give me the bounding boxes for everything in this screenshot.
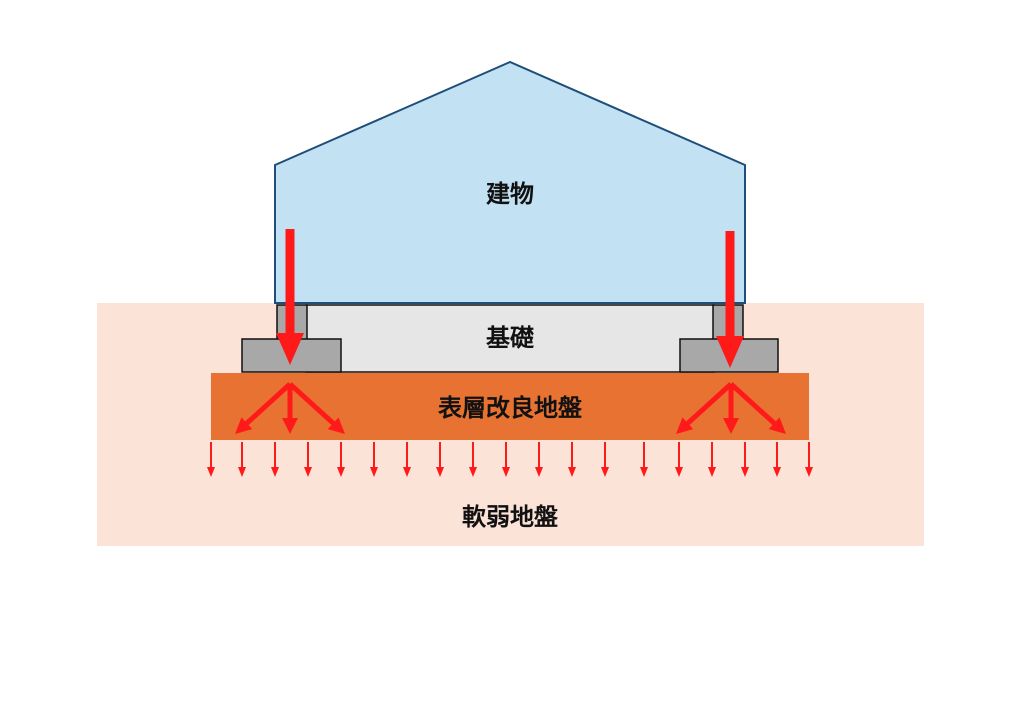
building-label: 建物 (486, 180, 534, 208)
ground-arrow-3 (271, 442, 279, 477)
ground-arrow-13 (601, 442, 609, 477)
ground-arrow-12 (568, 442, 576, 477)
load-arrow-left (276, 229, 304, 365)
ground-arrow-6 (370, 442, 378, 477)
ground-pressure-arrows (207, 442, 813, 477)
building-load-arrows (276, 229, 744, 368)
spread-arrow-right-c (729, 382, 786, 434)
ground-arrow-9 (469, 442, 477, 477)
ground-arrow-14 (640, 442, 648, 477)
ground-arrow-5 (337, 442, 345, 477)
spread-arrow-left-a (235, 382, 292, 434)
spread-arrow-right-a (676, 382, 733, 434)
ground-arrow-19 (805, 442, 813, 477)
ground-arrow-17 (741, 442, 749, 477)
soft-ground-label: 軟弱地盤 (462, 503, 559, 531)
ground-arrow-16 (708, 442, 716, 477)
spread-arrow-left-b (282, 384, 298, 434)
ground-arrow-10 (502, 442, 510, 477)
ground-arrow-15 (675, 442, 683, 477)
building-shape (274, 60, 746, 304)
ground-arrow-2 (238, 442, 246, 477)
improved-ground-label: 表層改良地盤 (438, 394, 583, 422)
load-arrow-right (716, 231, 744, 368)
ground-arrow-4 (304, 442, 312, 477)
ground-arrow-11 (535, 442, 543, 477)
spread-arrow-left-c (288, 382, 345, 434)
ground-arrow-18 (773, 442, 781, 477)
ground-arrow-1 (207, 442, 215, 477)
foundation-label: 基礎 (486, 324, 534, 352)
load-spread-arrows (235, 382, 786, 434)
ground-arrow-7 (403, 442, 411, 477)
foundation-slab (305, 304, 715, 373)
ground-arrow-8 (436, 442, 444, 477)
spread-arrow-right-b (723, 384, 739, 434)
